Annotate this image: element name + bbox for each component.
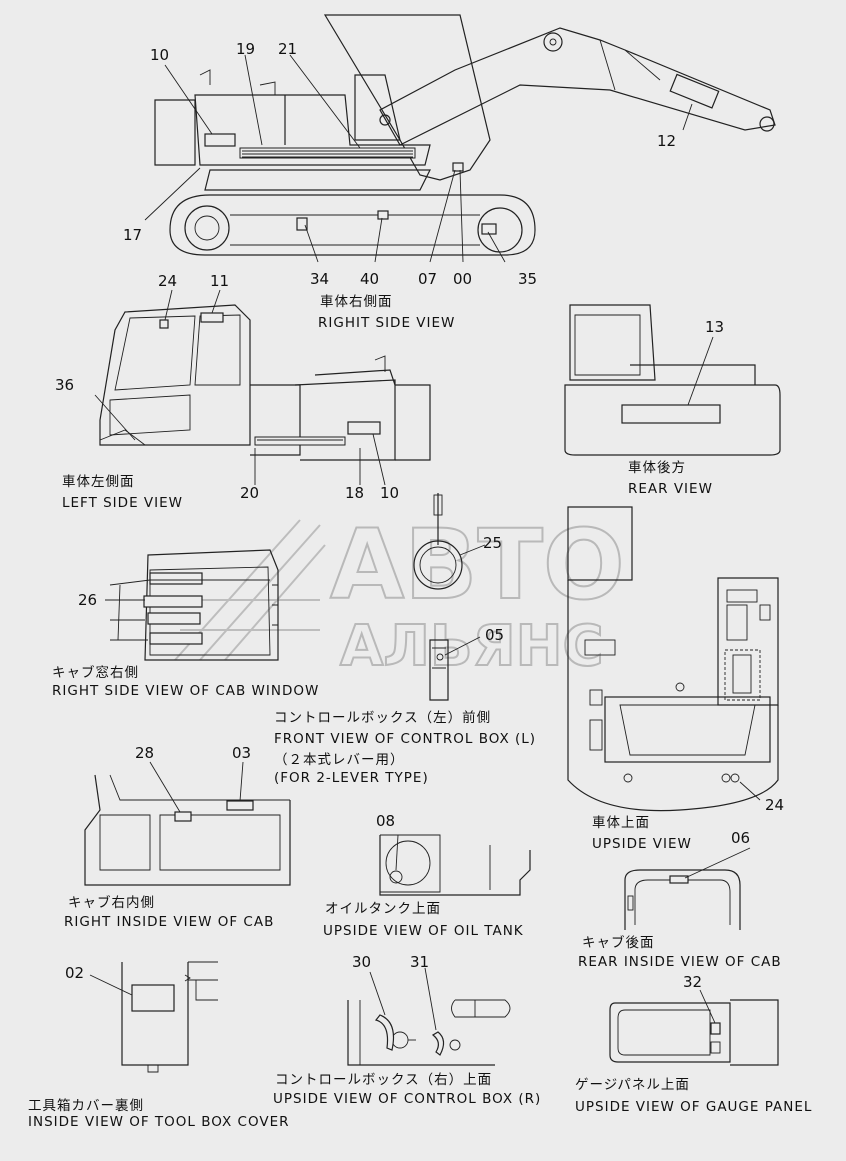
upside-view-caption-jp: 車体上面 — [592, 815, 650, 831]
upside-view-caption-en: UPSIDE VIEW — [592, 836, 692, 852]
oil-tank-caption-jp: オイルタンク上面 — [325, 901, 441, 917]
watermark-line-2: АЛЬЯНС — [340, 614, 604, 679]
decal-32 — [710, 1022, 721, 1035]
callout-32: 32 — [683, 973, 702, 991]
cab-rear-caption-jp: キャブ後面 — [582, 934, 655, 951]
callout-10: 10 — [380, 484, 399, 502]
decal-10-right — [204, 133, 236, 147]
rear-view-caption-jp: 車体後方 — [628, 460, 686, 476]
control-box-l-caption-jp: コントロールボックス（左）前側 — [274, 709, 491, 726]
callout-24: 24 — [765, 796, 784, 814]
right-side-view-caption-en: RIGHIT SIDE VIEW — [318, 315, 455, 331]
control-box-l-caption-en: FRONT VIEW OF CONTROL BOX (L) — [274, 731, 536, 747]
callout-10: 10 — [150, 46, 169, 64]
callout-34: 34 — [310, 270, 329, 288]
callout-24: 24 — [158, 272, 177, 290]
gauge-panel-caption-en: UPSIDE VIEW OF GAUGE PANEL — [575, 1099, 812, 1115]
cab-rear-inside-view: 06 キャブ後面 REAR INSIDE VIEW OF CAB — [578, 829, 782, 970]
callout-21: 21 — [278, 40, 297, 58]
decal-10-left — [347, 421, 381, 435]
decal-28 — [174, 811, 192, 822]
gauge-panel-view: 32 ゲージパネル上面 UPSIDE VIEW OF GAUGE PANEL — [575, 973, 812, 1115]
cab-inside-caption-jp: キャブ右内側 — [68, 894, 155, 911]
decal-13 — [621, 404, 721, 424]
oil-tank-caption-en: UPSIDE VIEW OF OIL TANK — [323, 923, 524, 939]
callout-11: 11 — [210, 272, 229, 290]
callout-17: 17 — [123, 226, 142, 244]
callout-02: 02 — [65, 964, 84, 982]
tool-box-view: 02 工具箱カバー裏側 INSIDE VIEW OF TOOL BOX COVE… — [28, 961, 290, 1130]
watermark-line-1: АВТО — [330, 509, 625, 621]
decal-31 — [431, 1031, 445, 1056]
right-side-view-caption-jp: 車体右側面 — [320, 294, 393, 310]
callout-08: 08 — [376, 812, 395, 830]
left-side-view-caption-en: LEFT SIDE VIEW — [62, 495, 183, 511]
cab-window-view: 26 キャブ窓右側 RIGHT SIDE VIEW OF CAB WINDOW — [52, 549, 319, 699]
decal-02 — [131, 984, 175, 1012]
callout-26: 26 — [78, 591, 97, 609]
decal-06 — [669, 875, 689, 884]
cab-window-caption-jp: キャブ窓右側 — [52, 664, 139, 681]
control-box-r-caption-jp: コントロールボックス（右）上面 — [275, 1072, 492, 1088]
gauge-panel-caption-jp: ゲージパネル上面 — [575, 1077, 690, 1093]
decal-24-left — [159, 319, 169, 329]
cab-rear-caption-en: REAR INSIDE VIEW OF CAB — [578, 954, 782, 970]
callout-28: 28 — [135, 744, 154, 762]
left-side-view: 24 11 36 20 18 10 車体左側面 LEFT SIDE VIEW — [55, 272, 431, 511]
callout-13: 13 — [705, 318, 724, 336]
watermark: АВТО АЛЬЯНС — [170, 508, 626, 680]
decal-03 — [226, 800, 254, 811]
callout-03: 03 — [232, 744, 251, 762]
oil-tank-view: 08 オイルタンク上面 UPSIDE VIEW OF OIL TANK — [323, 812, 531, 939]
control-box-r-caption-en: UPSIDE VIEW OF CONTROL BOX (R) — [273, 1091, 541, 1107]
upside-view: 24 車体上面 UPSIDE VIEW — [567, 506, 784, 852]
callout-19: 19 — [236, 40, 255, 58]
decal-11 — [200, 312, 224, 323]
callout-07: 07 — [418, 270, 437, 288]
callout-35: 35 — [518, 270, 537, 288]
callout-25: 25 — [483, 534, 502, 552]
callout-36: 36 — [55, 376, 74, 394]
callout-30: 30 — [352, 953, 371, 971]
callout-05: 05 — [485, 626, 504, 644]
decal-30 — [374, 1014, 395, 1051]
rear-view-caption-en: REAR VIEW — [628, 481, 713, 497]
left-side-view-caption-jp: 車体左側面 — [62, 474, 135, 490]
cab-window-caption-en: RIGHT SIDE VIEW OF CAB WINDOW — [52, 683, 319, 699]
watermark-logo — [170, 519, 326, 661]
decal-12 — [669, 73, 720, 109]
control-box-l-caption-jp2: （２本式レバー用） — [274, 752, 405, 768]
tool-box-caption-en: INSIDE VIEW OF TOOL BOX COVER — [28, 1114, 290, 1130]
control-box-l-caption-en2: (FOR 2-LEVER TYPE) — [274, 770, 429, 786]
callout-20: 20 — [240, 484, 259, 502]
control-box-r-view: 30 31 コントロールボックス（右）上面 UPSIDE VIEW OF CON… — [273, 953, 541, 1107]
callout-06: 06 — [731, 829, 750, 847]
cab-inside-view: 28 03 キャブ右内側 RIGHT INSIDE VIEW OF CAB — [64, 744, 291, 930]
right-side-view: 10 19 21 12 17 34 40 07 00 35 車体右側面 RIGH… — [123, 14, 776, 331]
callout-00: 00 — [453, 270, 472, 288]
tool-box-caption-jp: 工具箱カバー裏側 — [28, 1098, 144, 1114]
callout-40: 40 — [360, 270, 379, 288]
cab-inside-caption-en: RIGHT INSIDE VIEW OF CAB — [64, 914, 274, 930]
callout-12: 12 — [657, 132, 676, 150]
callout-18: 18 — [345, 484, 364, 502]
rear-view: 13 車体後方 REAR VIEW — [564, 304, 781, 497]
callout-31: 31 — [410, 953, 429, 971]
control-box-l-view: 25 05 コントロールボックス（左）前側 FRONT VIEW OF CONT… — [274, 493, 536, 786]
